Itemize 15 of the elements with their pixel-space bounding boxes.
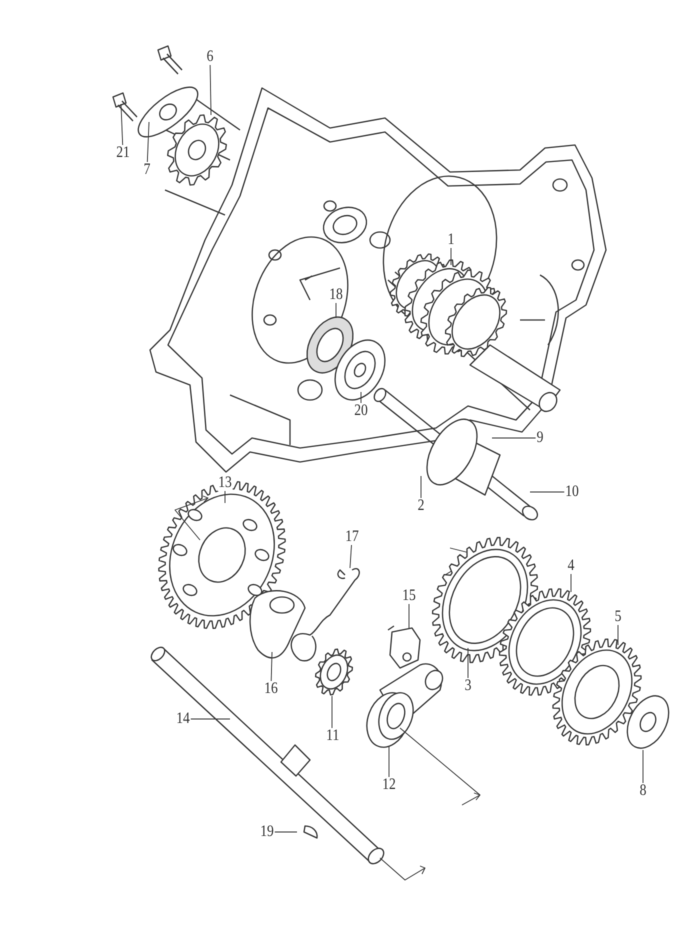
leader-line bbox=[146, 122, 150, 162]
leader-line bbox=[120, 104, 124, 146]
leader-line bbox=[270, 652, 272, 682]
leader-line bbox=[450, 248, 452, 266]
leader-line bbox=[210, 64, 212, 116]
leader-line bbox=[224, 490, 226, 504]
leader-line bbox=[350, 544, 352, 568]
leader-line bbox=[642, 750, 644, 784]
callout-number: 13 bbox=[217, 475, 233, 491]
leader-line bbox=[388, 746, 390, 778]
leader-line bbox=[570, 574, 572, 592]
leader-line bbox=[420, 476, 422, 498]
leader-line bbox=[360, 392, 362, 404]
leader-line bbox=[190, 718, 230, 720]
leader-line bbox=[408, 604, 410, 628]
